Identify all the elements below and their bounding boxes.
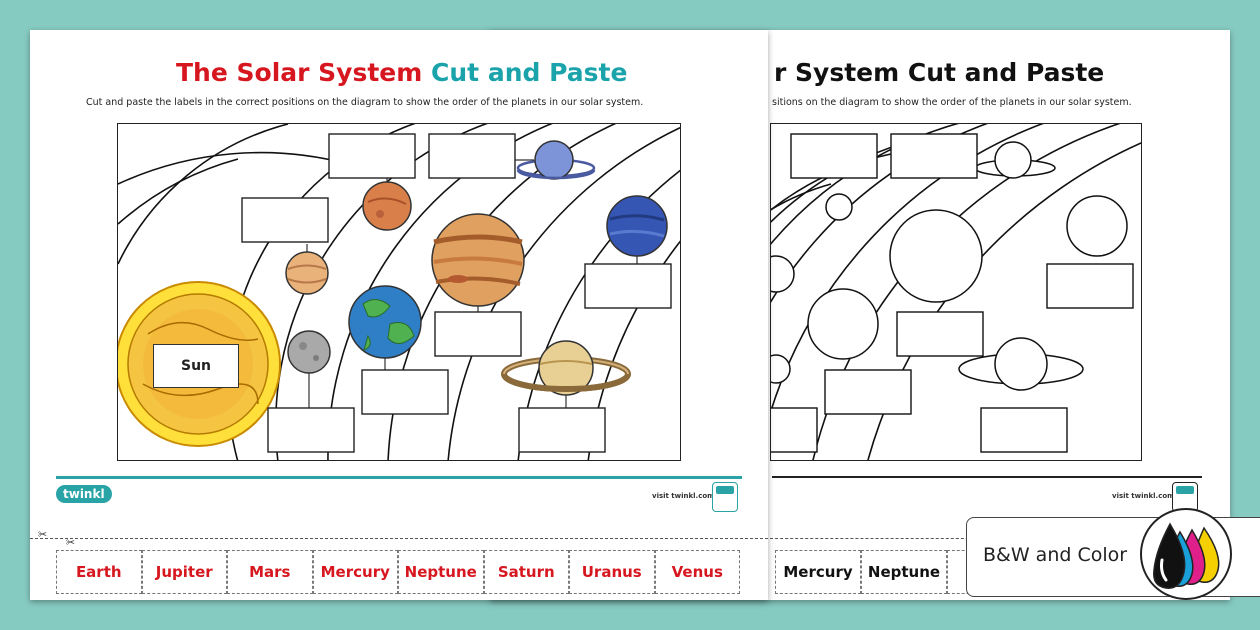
jupiter-icon	[431, 213, 525, 307]
ink-drops-icon	[1140, 508, 1232, 600]
cut-label-mercury[interactable]: Mercury	[312, 550, 398, 594]
venus-icon	[285, 251, 329, 295]
quality-badge-icon	[712, 482, 738, 512]
paste-box-1	[328, 133, 416, 179]
footer-line	[56, 476, 742, 479]
cut-label-mars[interactable]: Mars	[227, 550, 313, 594]
neptune-icon	[606, 195, 668, 257]
bw-subtitle: sitions on the diagram to show the order…	[772, 97, 1132, 108]
worksheet-subtitle: Cut and paste the labels in the correct …	[86, 97, 644, 108]
cut-label-earth[interactable]: Earth	[56, 550, 142, 594]
cut-label-neptune[interactable]: Neptune	[398, 550, 484, 594]
paste-box-6	[361, 369, 449, 415]
uranus-icon	[516, 140, 596, 180]
paste-box-4	[584, 263, 672, 309]
paste-box-8	[267, 407, 355, 453]
bw-diagram	[770, 123, 1142, 461]
sun-label: Sun	[153, 344, 239, 388]
tag-text: B&W and Color	[983, 544, 1128, 566]
title-part-2: Cut and Paste	[431, 58, 628, 87]
paste-box-7	[518, 407, 606, 453]
paste-box-5	[434, 311, 522, 357]
mercury-icon	[287, 330, 331, 374]
cut-label-saturn[interactable]: Saturn	[483, 550, 569, 594]
cut-line	[30, 538, 768, 539]
bw-cut-label-neptune[interactable]: Neptune	[861, 550, 947, 594]
cut-label-jupiter[interactable]: Jupiter	[141, 550, 227, 594]
bw-cut-label-mercury[interactable]: Mercury	[775, 550, 861, 594]
mars-icon	[362, 181, 412, 231]
bw-visit-text: visit twinkl.com	[1112, 492, 1175, 500]
bw-title: r System Cut and Paste	[774, 58, 1105, 87]
cut-label-uranus[interactable]: Uranus	[569, 550, 655, 594]
title-part-1: The Solar System	[176, 58, 423, 87]
twinkl-logo: twinkl	[56, 485, 112, 503]
scissors-icon: ✂	[38, 528, 48, 541]
worksheet-title: The Solar System Cut and Paste	[176, 58, 627, 87]
paste-box-2	[428, 133, 516, 179]
earth-icon	[348, 285, 422, 359]
bw-footer-line	[772, 476, 1202, 478]
scissors-icon-2: ✂	[66, 536, 76, 549]
saturn-icon	[501, 340, 631, 396]
color-worksheet: The Solar System Cut and Paste Cut and p…	[30, 30, 768, 600]
visit-twinkl-text: visit twinkl.com	[652, 492, 715, 500]
cut-label-venus[interactable]: Venus	[654, 550, 740, 594]
paste-box-3	[241, 197, 329, 243]
solar-system-diagram: Sun	[117, 123, 681, 461]
